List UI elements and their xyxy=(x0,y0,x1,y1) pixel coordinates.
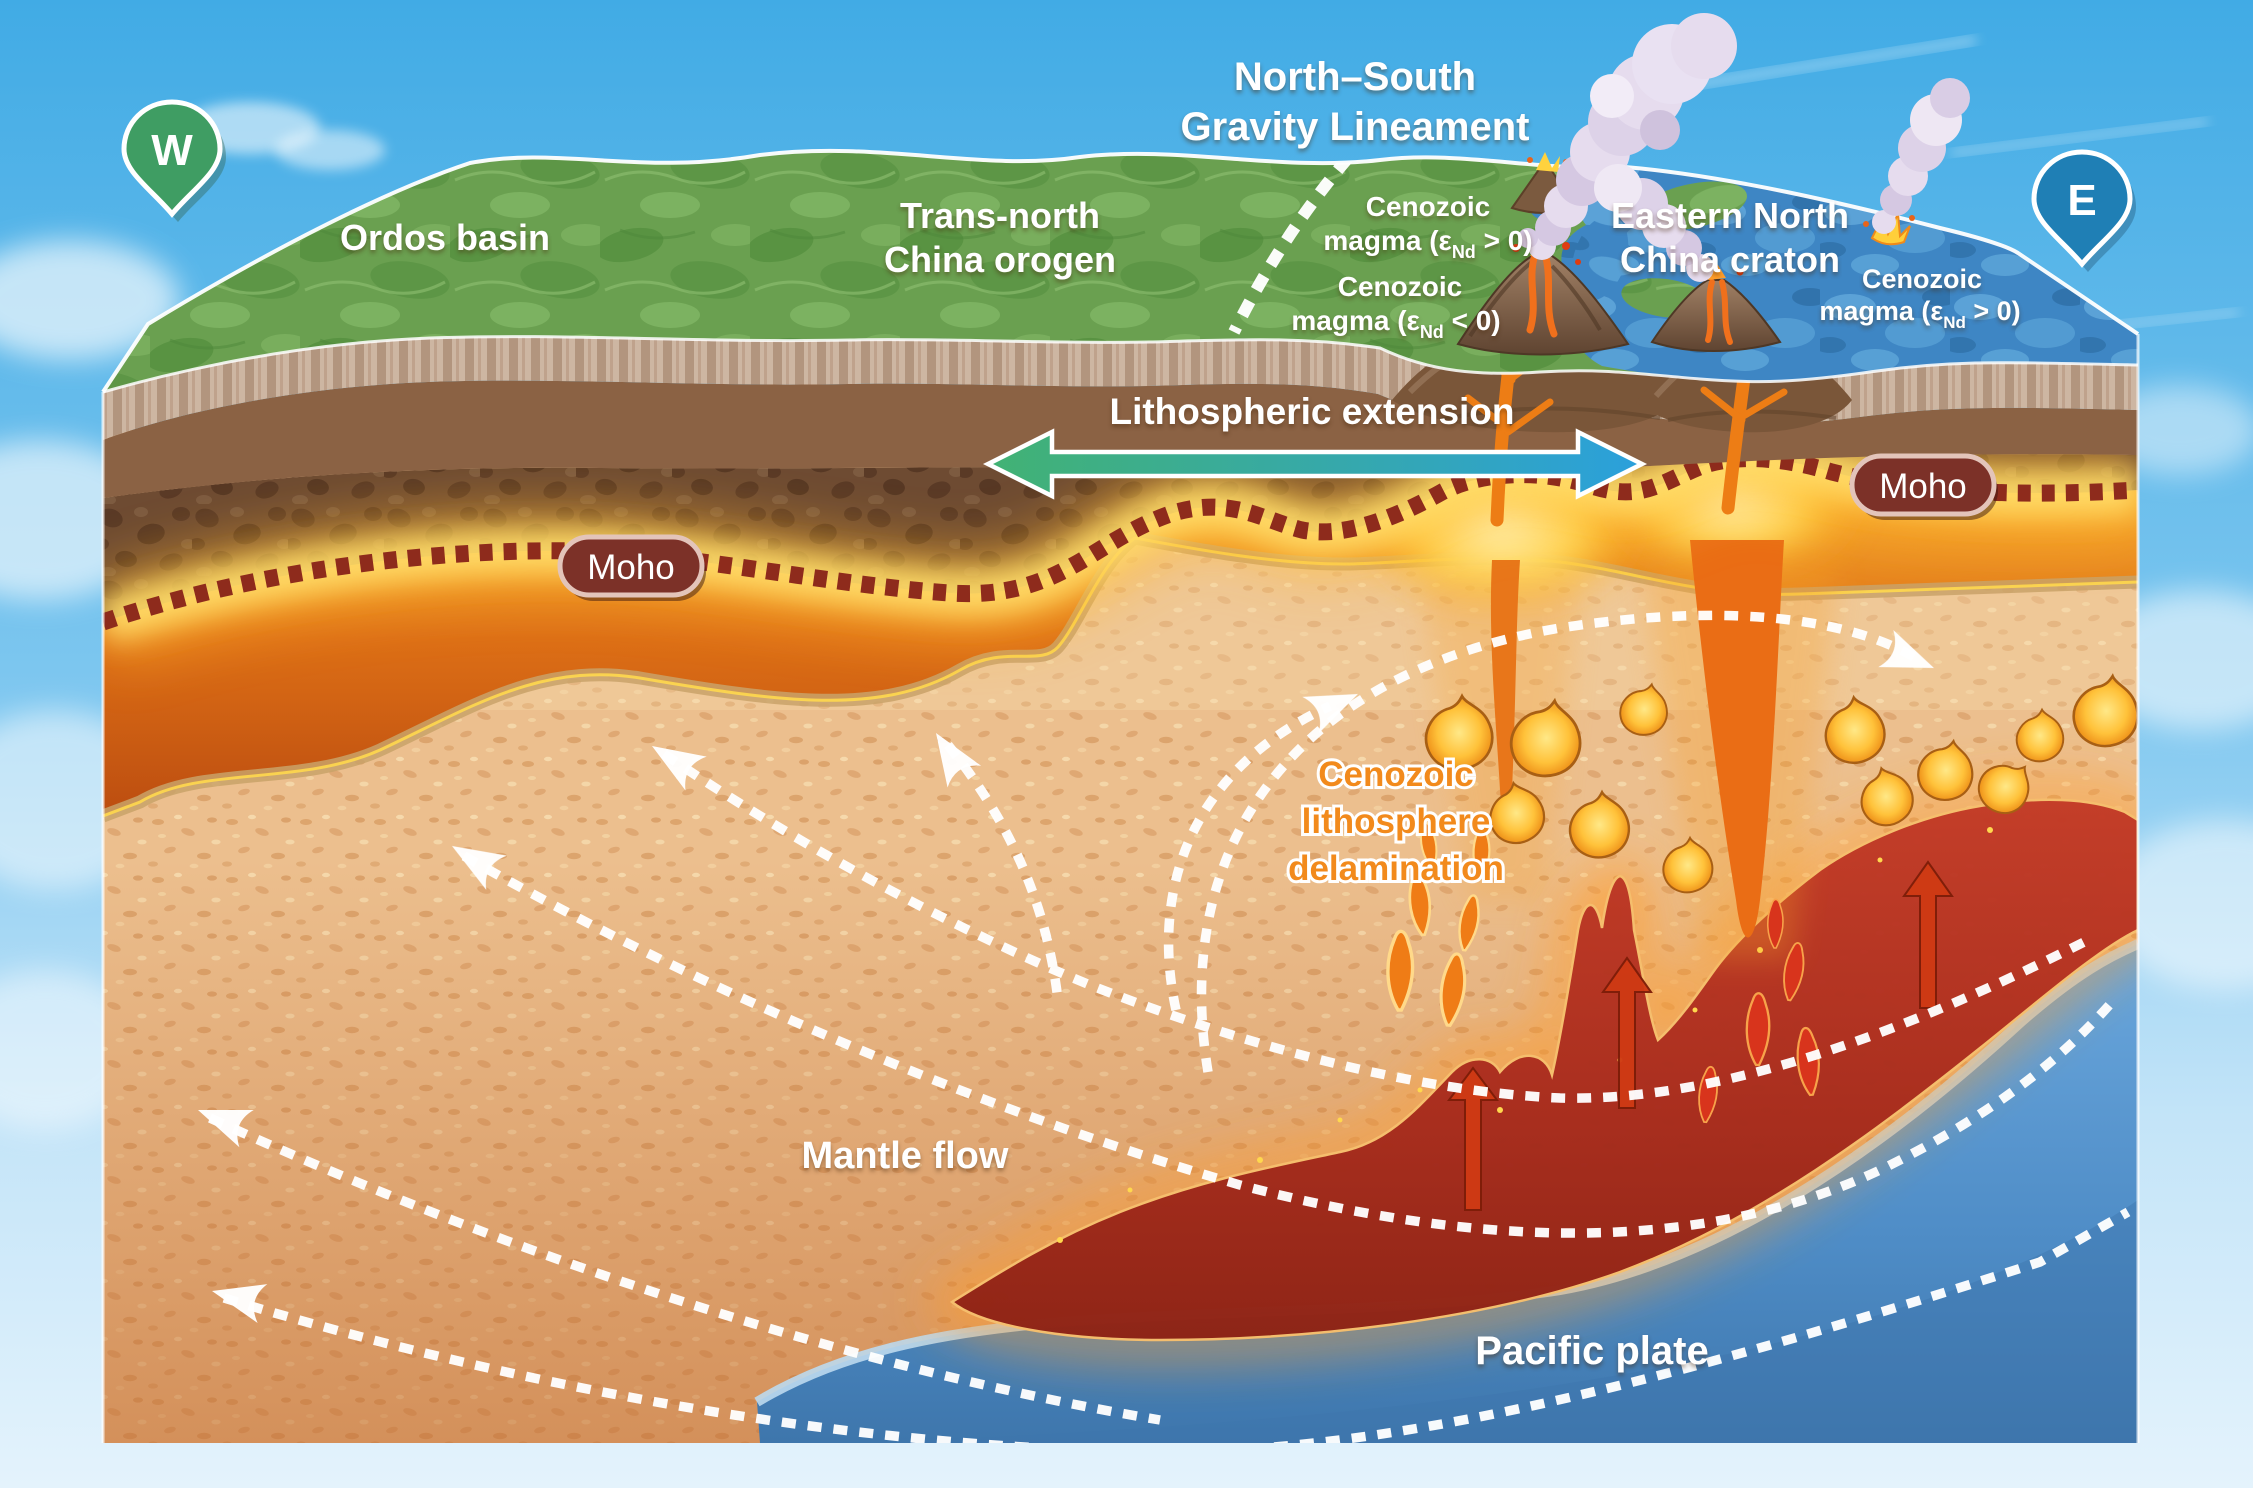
magma-wn-suffix: < 0) xyxy=(1444,305,1501,336)
earth-block xyxy=(103,150,2138,1444)
east-pin-letter: E xyxy=(2067,176,2096,225)
west-pin-letter: W xyxy=(151,126,193,175)
extension-label: Lithospheric extension xyxy=(1109,391,1514,432)
mid-crust-layer xyxy=(103,380,2138,498)
magma-label-west-negative: Cenozoic magma (εNd < 0) xyxy=(1291,271,1500,342)
magma-ep-line1: Cenozoic xyxy=(1862,264,1982,294)
orogen-label-line2: China orogen xyxy=(884,239,1116,280)
magma-wp-sub: Nd xyxy=(1452,242,1476,262)
volcano-coastal xyxy=(1650,262,1782,352)
magma-wp-prefix: magma (ε xyxy=(1323,225,1451,256)
delamination-line3: delamination xyxy=(1288,849,1504,888)
east-pin: E xyxy=(2034,152,2136,272)
magma-ep-sub: Nd xyxy=(1943,313,1966,332)
extension-double-arrow xyxy=(982,428,1648,500)
moho-label-west: Moho xyxy=(557,534,706,601)
ordos-basin-label: Ordos basin xyxy=(340,217,550,258)
mantle-flow-lines xyxy=(208,610,2131,1444)
extension-arrow-group: Lithospheric extension xyxy=(982,391,1648,500)
magma-ep-suffix: > 0) xyxy=(1966,296,2021,326)
west-pin: W xyxy=(124,102,226,222)
delamination-label: Cenozoic lithosphere delamination xyxy=(1285,752,1507,891)
lower-crust-layer xyxy=(103,454,2138,622)
delaminated-lithosphere-slab xyxy=(926,784,2138,1356)
moho-west-text: Moho xyxy=(587,548,675,587)
orogen-label-line1: Trans-north xyxy=(900,195,1100,236)
magma-ep-prefix: magma (ε xyxy=(1819,296,1943,326)
magma-label-east-positive: Cenozoic magma (εNd > 0) xyxy=(1819,264,2020,332)
magma-wp-line2: magma (εNd > 0) xyxy=(1323,225,1532,262)
title-line2: Gravity Lineament xyxy=(1180,105,1529,149)
magma-ep-line2: magma (εNd > 0) xyxy=(1819,296,2020,332)
magma-wp-line1: Cenozoic xyxy=(1366,191,1490,222)
magma-wn-sub: Nd xyxy=(1420,322,1444,342)
block-outline xyxy=(101,148,2140,1443)
moho-east-text: Moho xyxy=(1879,467,1967,506)
delamination-line2: lithosphere xyxy=(1302,802,1491,841)
mantle-flow-label: Mantle flow xyxy=(802,1135,1009,1177)
pacific-plate-label: Pacific plate xyxy=(1475,1329,1708,1373)
gravity-lineament-line xyxy=(1228,154,1353,335)
title-line1: North–South xyxy=(1234,55,1476,99)
delamination-line1: Cenozoic xyxy=(1318,755,1474,794)
magma-wn-line2: magma (εNd < 0) xyxy=(1291,305,1500,342)
smoke-plumes xyxy=(1518,13,1970,282)
magma-wn-prefix: magma (ε xyxy=(1291,305,1419,336)
craton-label-line1: Eastern North xyxy=(1611,195,1849,236)
magma-label-west-positive: Cenozoic magma (εNd > 0) xyxy=(1323,191,1532,262)
volcanoes xyxy=(1456,13,1970,356)
magma-wp-suffix: > 0) xyxy=(1476,225,1533,256)
diagram-labels: North–South Gravity Lineament Ordos basi… xyxy=(340,55,2021,1373)
craton-label-line2: China craton xyxy=(1620,239,1840,280)
moho-label-east: Moho xyxy=(1849,453,1998,520)
upwelling-arrows xyxy=(1447,860,1954,1211)
magma-wn-line1: Cenozoic xyxy=(1338,271,1462,302)
volcano-main xyxy=(1456,236,1630,356)
